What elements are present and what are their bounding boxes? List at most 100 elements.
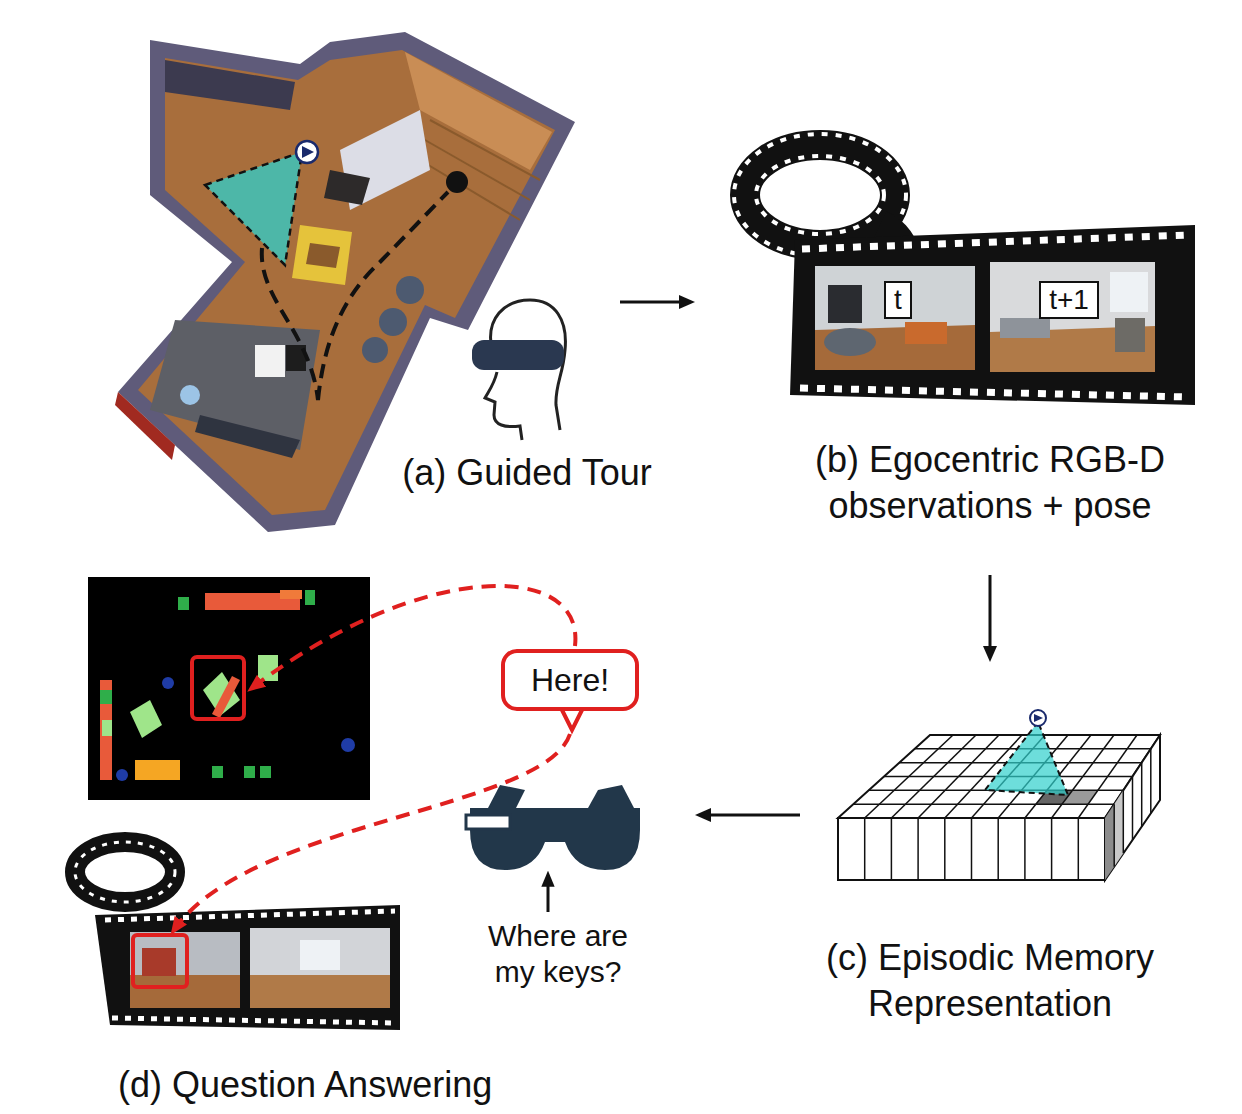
film-strip	[133, 935, 187, 987]
arrow-head	[983, 646, 997, 662]
semantic-map	[244, 766, 255, 778]
label-holder: Where are my keys?	[0, 0, 180, 72]
floor-plan	[446, 171, 468, 193]
film-strip	[250, 975, 390, 1008]
film-strip	[756, 156, 884, 234]
frame-label: t	[894, 283, 902, 317]
arrow-line	[707, 814, 800, 817]
semantic-map	[260, 766, 271, 778]
floor-plan	[165, 60, 295, 110]
semantic-map	[258, 655, 278, 681]
floor-plan	[396, 276, 424, 304]
film-strip	[75, 842, 400, 1030]
semantic-map	[341, 738, 355, 752]
memory-grid	[917, 818, 919, 880]
film-strip	[824, 328, 876, 356]
memory-grid	[1078, 818, 1080, 880]
film-strip	[75, 842, 175, 902]
panel-caption: (b) Egocentric RGB-D observations + pose	[775, 437, 1205, 529]
memory-grid	[997, 818, 999, 880]
arrow-head	[695, 808, 711, 822]
film-strip	[800, 388, 1188, 397]
floor-plan	[302, 146, 314, 158]
panel: (d) Question AnsweringHere!	[65, 570, 695, 1110]
frame-label: t+1	[1049, 283, 1089, 317]
floor-plan	[296, 141, 318, 163]
film-strip	[250, 928, 390, 1008]
memory-grid	[985, 722, 1068, 795]
semantic-map	[178, 597, 189, 610]
vr-head-icon	[472, 340, 564, 370]
memory-grid	[1051, 818, 1053, 880]
arrow-head	[679, 295, 695, 309]
film-strip	[990, 262, 1155, 372]
floor-plan	[425, 140, 530, 200]
arrow-line	[989, 575, 992, 650]
semantic-map	[212, 766, 223, 778]
floor-plan	[195, 415, 300, 458]
answer-pointer	[174, 734, 570, 930]
panel: (a) Guided Tour	[110, 20, 620, 500]
smart-glasses-icon	[466, 815, 510, 829]
memory-grid	[1123, 790, 1125, 853]
semantic-map	[212, 676, 240, 718]
semantic-map	[102, 720, 112, 736]
flow-arrow	[620, 295, 695, 309]
semantic-map	[280, 590, 302, 599]
floor-plan	[324, 170, 370, 205]
panel-caption: (a) Guided Tour	[377, 450, 677, 496]
memory-grid	[1141, 763, 1143, 827]
film-strip	[815, 325, 975, 370]
smart-glasses-icon	[547, 876, 550, 912]
answer-pointer	[174, 586, 584, 930]
floor-plan	[379, 308, 407, 336]
floor-plan	[205, 152, 302, 265]
film-strip	[1115, 318, 1145, 352]
memory-grid	[1114, 790, 1123, 866]
memory-grid	[1034, 714, 1043, 722]
memory-grid	[971, 818, 973, 880]
memory-grid	[838, 818, 1105, 880]
semantic-map	[135, 760, 180, 780]
semantic-map	[116, 769, 128, 781]
smart-glasses-icon	[588, 785, 634, 808]
floor-plan	[430, 120, 540, 180]
flow-arrow	[983, 575, 997, 662]
semantic-map	[100, 680, 112, 780]
memory-grid	[1024, 818, 1026, 880]
floor-plan	[180, 385, 200, 405]
panel-caption: (c) Episodic Memory Representation	[803, 935, 1178, 1027]
flow-arrow	[695, 808, 800, 822]
memory-grid	[944, 818, 946, 880]
question-label: Where are my keys?	[468, 918, 648, 990]
film-strip	[130, 932, 240, 1008]
memory-grid	[853, 735, 1151, 880]
floor-plan	[255, 345, 285, 377]
memory-grid	[1030, 710, 1046, 726]
floor-plan	[362, 337, 388, 363]
floor-plan	[115, 392, 175, 460]
memory-grid	[1113, 804, 1115, 867]
semantic-map	[88, 577, 370, 800]
film-strip	[1110, 272, 1148, 312]
floor-plan	[306, 243, 340, 268]
bubble-text: Here!	[531, 661, 609, 699]
film-strip	[95, 905, 400, 1030]
semantic-map	[88, 577, 370, 800]
memory-grid	[1105, 735, 1160, 880]
film-strip	[105, 911, 395, 920]
panel: (c) Episodic Memory Representation	[800, 662, 1175, 1022]
speech-bubble: Here!	[501, 649, 639, 711]
semantic-map	[162, 677, 174, 689]
film-strip	[300, 940, 340, 970]
memory-grid	[864, 818, 866, 880]
semantic-map	[305, 590, 315, 605]
floor-plan	[292, 225, 352, 285]
arrow-line	[620, 301, 683, 304]
film-strip	[828, 285, 862, 323]
film-strip	[802, 235, 1188, 249]
floor-plan	[262, 192, 448, 400]
panel: (b) Egocentric RGB-D observations + pose…	[695, 140, 1215, 575]
smart-glasses-icon	[466, 785, 640, 912]
